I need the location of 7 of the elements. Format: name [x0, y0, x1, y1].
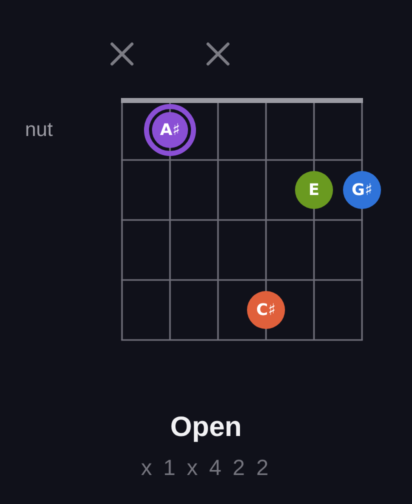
- fingering-text: x 1 x 4 2 2: [140, 455, 272, 481]
- note-marker: E: [295, 171, 333, 209]
- note-marker: G♯: [343, 171, 381, 209]
- nut-label: nut: [25, 118, 53, 142]
- note-marker: C♯: [247, 291, 285, 329]
- root-note-marker: A♯: [144, 104, 196, 156]
- chord-name: Open: [169, 410, 243, 444]
